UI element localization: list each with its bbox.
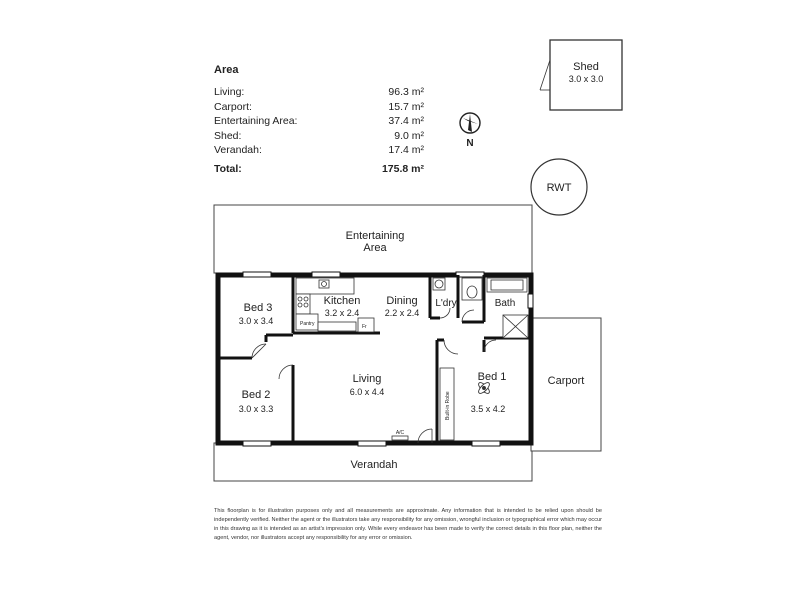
bed3-dims: 3.0 x 3.4 (239, 316, 274, 326)
interior-walls (218, 275, 531, 443)
dining-dims: 2.2 x 2.4 (385, 308, 420, 318)
area-table-title: Area (214, 64, 239, 76)
dining-name: Dining (386, 295, 417, 307)
compass-icon: N (459, 112, 481, 149)
area-row-value: 96.3 m² (388, 86, 424, 98)
bath-fixtures (461, 277, 529, 339)
windows (242, 271, 534, 447)
compass-north-label: N (466, 138, 473, 149)
living-dims: 6.0 x 4.4 (350, 387, 385, 397)
shed-name: Shed (573, 61, 599, 73)
carport-label: Carport (548, 375, 585, 387)
area-row-label: Shed: (214, 129, 242, 142)
entertaining-label-line2: Area (363, 242, 387, 254)
room-labels: Bed 3 3.0 x 3.4 Kitchen 3.2 x 2.4 Dining… (239, 295, 516, 414)
shed-dims: 3.0 x 3.0 (569, 74, 604, 84)
area-row-value: 9.0 m² (394, 129, 424, 142)
shed: Shed 3.0 x 3.0 (539, 39, 623, 111)
area-row-carport: Carport: 15.7 m² (214, 100, 424, 115)
ac-label: A/C (396, 430, 405, 436)
area-table: Area Living: 96.3 m² Carport: 15.7 m² En… (214, 64, 424, 176)
exterior-walls (215, 272, 534, 446)
area-row-label: Verandah: (214, 144, 262, 156)
bed3-name: Bed 3 (244, 302, 273, 314)
kitchen-benches (295, 277, 375, 333)
pantry-label: Pantry (300, 321, 315, 327)
area-row-shed: Shed: 9.0 m² (214, 129, 424, 144)
ac-unit: A/C (391, 430, 409, 441)
verandah-label: Verandah (350, 459, 397, 471)
bed2-dims: 3.0 x 3.3 (239, 404, 274, 414)
bed2-name: Bed 2 (242, 389, 271, 401)
verandah: Verandah (213, 442, 533, 482)
bed1-dims: 3.5 x 4.2 (471, 404, 506, 414)
fridge-label: Fr (362, 324, 367, 330)
area-total-label: Total: (214, 162, 242, 175)
kitchen-name: Kitchen (324, 295, 361, 307)
area-row-total: Total: 175.8 m² (214, 162, 424, 177)
entertaining-area: Entertaining Area (213, 204, 533, 274)
area-row-entertaining: Entertaining Area: 37.4 m² (214, 114, 424, 129)
laundry-label: L'dry (435, 298, 456, 309)
area-row-label: Carport: (214, 100, 252, 113)
disclaimer-text: This floorplan is for illustration purpo… (214, 508, 602, 541)
carport: Carport (530, 317, 602, 452)
living-name: Living (353, 373, 382, 385)
bath-label: Bath (495, 298, 516, 309)
robe-label: Built-in Robe (445, 391, 451, 420)
area-row-label: Living: (214, 86, 245, 98)
entertaining-label-line1: Entertaining (346, 230, 405, 242)
area-row-label: Entertaining Area: (214, 115, 298, 127)
area-row-verandah: Verandah: 17.4 m² (214, 143, 424, 158)
kitchen-dims: 3.2 x 2.4 (325, 308, 360, 318)
bed1-name: Bed 1 (478, 371, 507, 383)
area-row-value: 37.4 m² (388, 115, 424, 127)
laundry-fixtures (432, 277, 446, 291)
area-row-living: Living: 96.3 m² (214, 85, 424, 100)
rwt-label: RWT (547, 182, 572, 194)
ceiling-fan-icon (478, 382, 490, 394)
area-total-value: 175.8 m² (381, 162, 424, 175)
area-row-value: 15.7 m² (388, 100, 424, 113)
door-swings (251, 307, 497, 444)
area-row-value: 17.4 m² (388, 144, 424, 156)
rainwater-tank: RWT (530, 158, 588, 216)
built-in-robe: Built-in Robe (439, 367, 455, 441)
